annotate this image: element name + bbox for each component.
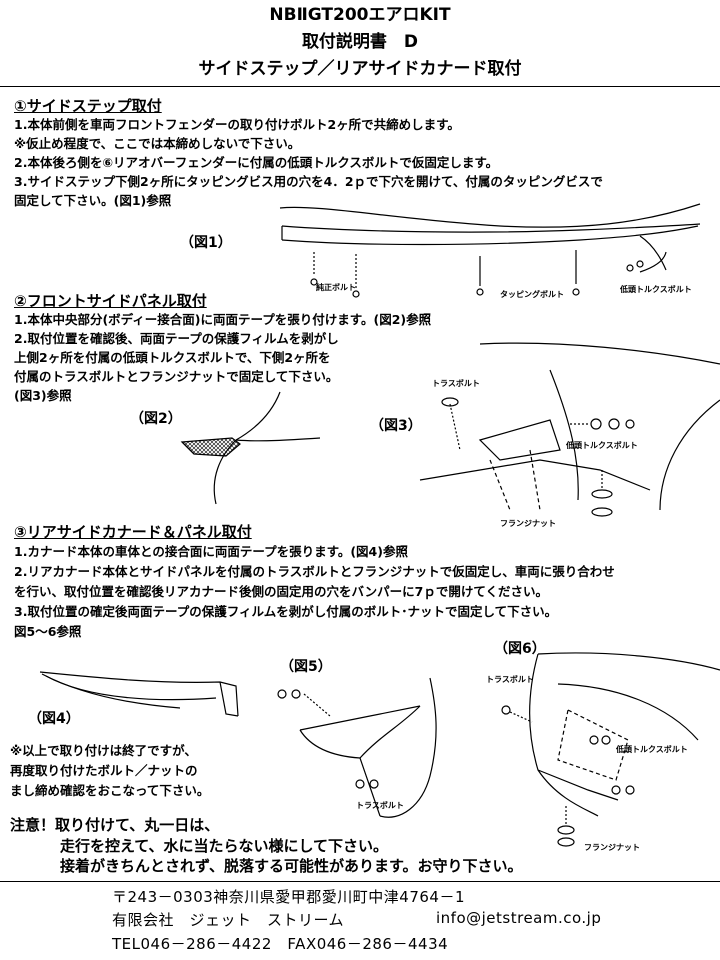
section3-line-3: を行い、取付位置を確認後リアカナード後側の固定用の穴をバンパーに7ｐで開けてくだ… (14, 584, 548, 599)
section2-line-4: 付属のトラスボルトとフランジナットで固定して下さい。 (14, 369, 339, 384)
section1-line-3: 2.本体後ろ側を⑥リアオバーフェンダーに付属の低頭トルクスボルトで仮固定します。 (14, 155, 499, 170)
figure6-fender-illustration (501, 652, 720, 847)
fig1-genuine-bolt-label: 純正ボルト (316, 283, 356, 292)
section2-line-1: 1.本体中央部分(ボディー接合面)に両面テープを張り付けます。(図2)参照 (14, 312, 432, 327)
section1-line-4: 3.サイドステップ下側2ヶ所にタッピングビス用の穴を4．2ｐで下穴を開けて、付属… (14, 174, 603, 189)
section1-line-5: 固定して下さい。(図1)参照 (14, 193, 172, 208)
footer-company: 有限会社 ジェット ストリーム (112, 911, 345, 929)
figure1-label: （図1） (180, 235, 232, 251)
section2-line-2: 2.取付位置を確認後、両面テープの保護フィルムを剥がし (14, 331, 339, 346)
footer-divider (0, 881, 720, 882)
section2-heading: ②フロントサイドパネル取付 (14, 292, 207, 310)
figure4-canard-illustration (39, 671, 239, 717)
title-line-2: 取付説明書 D (301, 32, 419, 52)
fig3-torx-bolt-label: 低頭トルクスボルト (566, 441, 638, 450)
figure5-label: （図5） (280, 659, 332, 675)
figure5-canard-illustration (277, 677, 437, 818)
figure3-label: （図3） (370, 418, 422, 434)
caution-line-1: 注意！取り付けて、丸一日は、 (10, 816, 220, 834)
section1-heading: ①サイドステップ取付 (14, 97, 162, 115)
footer-email: info@jetstream.co.jp (436, 909, 602, 927)
figure6-label: （図6） (494, 641, 546, 657)
fig1-torx-bolt-label: 低頭トルクスボルト (620, 285, 692, 294)
footer-phone: TEL046－286－4422 FAX046－286－4434 (112, 935, 449, 953)
section1-line-1: 1.本体前側を車両フロントフェンダーの取り付けボルト2ヶ所で共締めします。 (14, 117, 460, 132)
header-divider (0, 86, 720, 87)
section3-line-4: 3.取付位置の確定後両面テープの保護フィルムを剥がし付属のボルト･ナットで固定し… (14, 604, 558, 619)
section3-note-line-3: まし締め確認をおこなって下さい。 (10, 783, 210, 798)
section3-note-line-2: 再度取り付けたボルト／ナットの (10, 763, 198, 778)
section3-note-line-1: ※以上で取り付けは終了ですが、 (10, 743, 197, 758)
figure3-panel-illustration (419, 342, 720, 517)
footer-address: 〒243－0303神奈川県愛甲郡愛川町中津4764－1 (112, 888, 466, 906)
title-line-3: サイドステップ／リアサイドカナード取付 (198, 59, 522, 79)
section2-line-3: 上側2ヶ所を付属の低頭トルクスボルトで、下側2ヶ所を (14, 350, 331, 365)
fig6-truss-bolt-label: トラスボルト (486, 675, 534, 684)
section3-line-2: 2.リアカナード本体とサイドパネルを付属のトラスボルトとフランジナットで仮固定し… (14, 564, 615, 579)
title-line-1: NBⅡGT200エアロKIT (269, 5, 451, 25)
section3-heading: ③リアサイドカナード＆パネル取付 (14, 523, 252, 541)
fig6-flange-nut-label: フランジナット (584, 843, 640, 852)
fig5-truss-bolt-label: トラスボルト (356, 801, 404, 810)
fig3-flange-nut-label: フランジナット (500, 519, 556, 528)
section3-line-1: 1.カナード本体の車体との接合面に両面テープを張ります。(図4)参照 (14, 544, 408, 559)
fig1-tapping-bolt-label: タッピングボルト (500, 290, 564, 299)
caution-line-3: 接着がきちんとされず、脱落する可能性があります。お守り下さい。 (60, 857, 523, 875)
figure4-label: （図4） (28, 711, 80, 727)
figure2-label: （図2） (130, 411, 182, 427)
section3-line-5: 図5～6参照 (14, 624, 82, 639)
caution-line-2: 走行を控えて、水に当たらない様にして下さい。 (60, 837, 389, 855)
figure2-panel-illustration (180, 391, 321, 505)
figure1-side-step-illustration (279, 203, 701, 298)
fig6-torx-bolt-label: 低頭トルクスボルト (616, 745, 688, 754)
section1-line-2: ※仮止め程度で、ここでは本締めしないで下さい。 (14, 136, 301, 151)
section2-line-5: (図3)参照 (14, 388, 72, 403)
fig3-truss-bolt-label: トラスボルト (432, 379, 480, 388)
